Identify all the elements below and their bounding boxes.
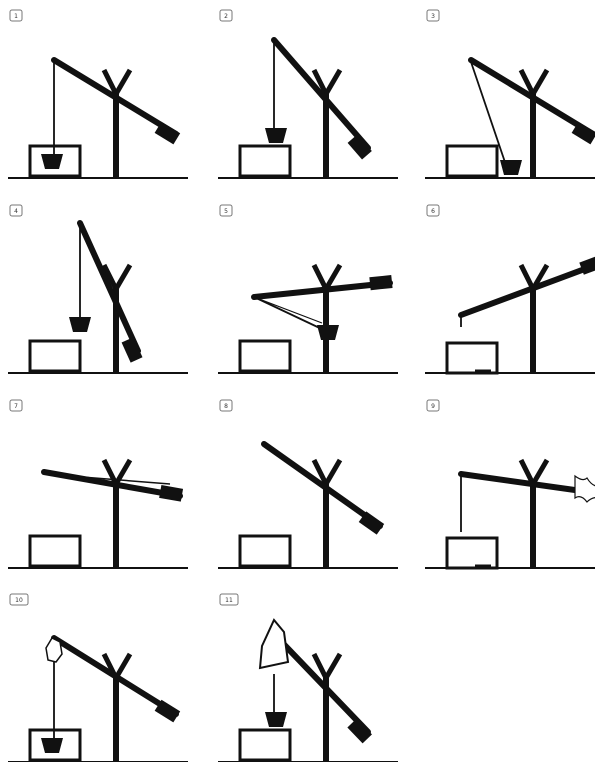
bucket: [41, 154, 63, 169]
lever-beam: [271, 631, 371, 735]
panel-1-label-badge: 1: [9, 9, 23, 22]
panel-4-label: 4: [14, 208, 18, 215]
well-box: [28, 534, 82, 568]
beam-shadow: [43, 473, 171, 485]
panel-6: 6: [425, 204, 595, 375]
lever-beam: [261, 441, 383, 529]
panel-3-label-badge: 3: [426, 9, 440, 22]
panel-10: 10: [8, 593, 188, 762]
counterweight: [369, 275, 393, 291]
well-box: [238, 728, 292, 762]
panel-3: 3: [425, 9, 595, 179]
y-post: [518, 263, 550, 373]
y-post: [311, 458, 343, 568]
hand-icon: [45, 637, 63, 663]
panel-10-label-badge: 10: [9, 593, 29, 606]
panel-6-label: 6: [431, 208, 435, 215]
rope-secondary: [253, 296, 323, 324]
bucket: [41, 738, 63, 753]
counterweight: [358, 511, 385, 535]
counterweight: [154, 699, 181, 723]
bucket: [265, 712, 287, 727]
well-box: [445, 341, 499, 375]
bucket: [69, 317, 91, 332]
panel-8: 8: [218, 399, 398, 569]
panel-4-label-badge: 4: [9, 204, 23, 217]
counterweight: [571, 121, 595, 145]
y-post: [311, 652, 343, 762]
well-box: [445, 144, 499, 178]
panel-2-label: 2: [224, 13, 228, 20]
rope: [470, 61, 510, 175]
panel-5-label-badge: 5: [219, 204, 233, 217]
y-post: [311, 263, 343, 373]
y-post: [311, 68, 343, 178]
lever-beam: [51, 635, 179, 717]
panel-1: 1: [8, 9, 188, 179]
counterweight: [579, 254, 595, 275]
y-post: [101, 458, 133, 568]
well-box: [445, 536, 499, 570]
panel-2: 2: [218, 9, 398, 179]
rope: [253, 296, 327, 332]
panel-11: 11: [218, 593, 398, 762]
well-box: [28, 339, 82, 373]
panel-7-label: 7: [14, 403, 18, 410]
counterweight: [347, 134, 372, 160]
counterweight: [121, 337, 143, 363]
panel-3-label: 3: [431, 13, 435, 20]
y-post: [101, 68, 133, 178]
counterweight: [159, 485, 184, 502]
y-post: [518, 68, 550, 178]
panel-11-label: 11: [225, 597, 233, 604]
panel-8-label-badge: 8: [219, 399, 233, 412]
panel-7-label-badge: 7: [9, 399, 23, 412]
panel-7: 7: [8, 399, 188, 569]
bucket: [265, 128, 287, 143]
lever-beam: [51, 57, 179, 137]
well-box: [238, 534, 292, 568]
panel-11-label-badge: 11: [219, 593, 239, 606]
well-box: [238, 144, 292, 178]
broken-beam-end: [574, 474, 595, 503]
panel-5: 5: [218, 204, 398, 374]
well-box: [238, 339, 292, 373]
counterweight: [154, 121, 181, 145]
panel-2-label-badge: 2: [219, 9, 233, 22]
lever-beam: [458, 471, 592, 495]
panel-5-label: 5: [224, 208, 228, 215]
bucket: [317, 325, 339, 340]
panel-8-label: 8: [224, 403, 228, 410]
panel-4: 4: [8, 204, 188, 374]
panel-10-label: 10: [15, 597, 23, 604]
y-post: [518, 458, 550, 568]
lever-beam: [251, 280, 393, 300]
lever-beam: [458, 262, 595, 318]
panel-1-label: 1: [14, 13, 18, 20]
panel-9: 9: [425, 399, 595, 570]
panel-9-label-badge: 9: [426, 399, 440, 412]
hand-icon: [258, 618, 290, 670]
lever-beam: [77, 220, 141, 354]
well-box: [28, 728, 82, 762]
counterweight: [347, 718, 372, 744]
lever-beam: [271, 37, 371, 151]
well-box: [28, 144, 82, 178]
panel-6-label-badge: 6: [426, 204, 440, 217]
lever-beam: [468, 57, 595, 137]
bucket: [500, 160, 522, 175]
panel-9-label: 9: [431, 403, 435, 410]
